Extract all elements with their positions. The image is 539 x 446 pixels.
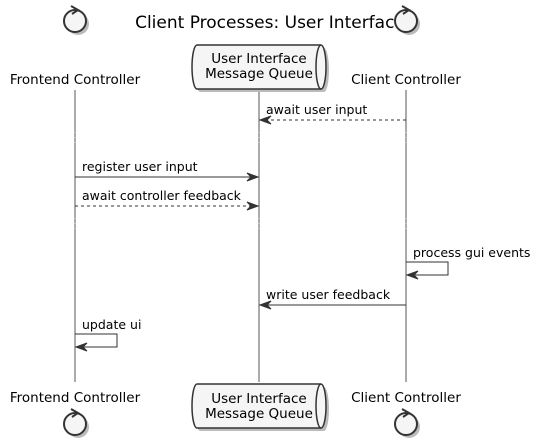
message-label: update ui — [82, 317, 141, 332]
participant-label: Client Controller — [351, 72, 461, 88]
participant-top-client: Client Controller — [351, 5, 461, 88]
message-label: write user feedback — [266, 287, 391, 302]
message-label: register user input — [82, 159, 198, 174]
diagram-title: Client Processes: User Interface — [135, 13, 405, 33]
message-arrow: await controller feedback — [75, 188, 260, 211]
control-icon — [63, 412, 87, 436]
message-label: process gui events — [413, 245, 530, 260]
participant-heads-top: Frontend Controller User InterfaceMessage… — [10, 5, 461, 92]
message-label: await controller feedback — [82, 188, 242, 203]
participant-top-frontend: Frontend Controller — [10, 5, 141, 88]
lifelines — [74, 90, 407, 382]
participant-bottom-frontend: Frontend Controller — [10, 390, 141, 438]
participant-label: Frontend Controller — [10, 72, 141, 88]
self-message: update ui — [74, 317, 141, 352]
message-label: await user input — [266, 102, 367, 117]
participant-label: User Interface — [211, 51, 307, 67]
participant-label: Frontend Controller — [10, 390, 141, 406]
control-icon — [394, 412, 418, 436]
message-arrow: await user input — [258, 102, 406, 125]
control-icon — [63, 9, 87, 33]
control-icon — [394, 9, 418, 33]
dividers — [74, 132, 407, 230]
messages: await user input register user input await… — [74, 102, 530, 352]
message-arrow: write user feedback — [258, 287, 406, 310]
message-arrow: register user input — [75, 159, 260, 182]
participant-bottom-client: Client Controller — [351, 390, 461, 438]
participant-label: Message Queue — [205, 406, 313, 422]
self-message: process gui events — [405, 245, 530, 280]
participant-heads-bottom: Frontend Controller User InterfaceMessage… — [10, 383, 461, 438]
participant-label: Client Controller — [351, 390, 461, 406]
participant-label: User Interface — [211, 391, 307, 407]
participant-label: Message Queue — [205, 66, 313, 82]
